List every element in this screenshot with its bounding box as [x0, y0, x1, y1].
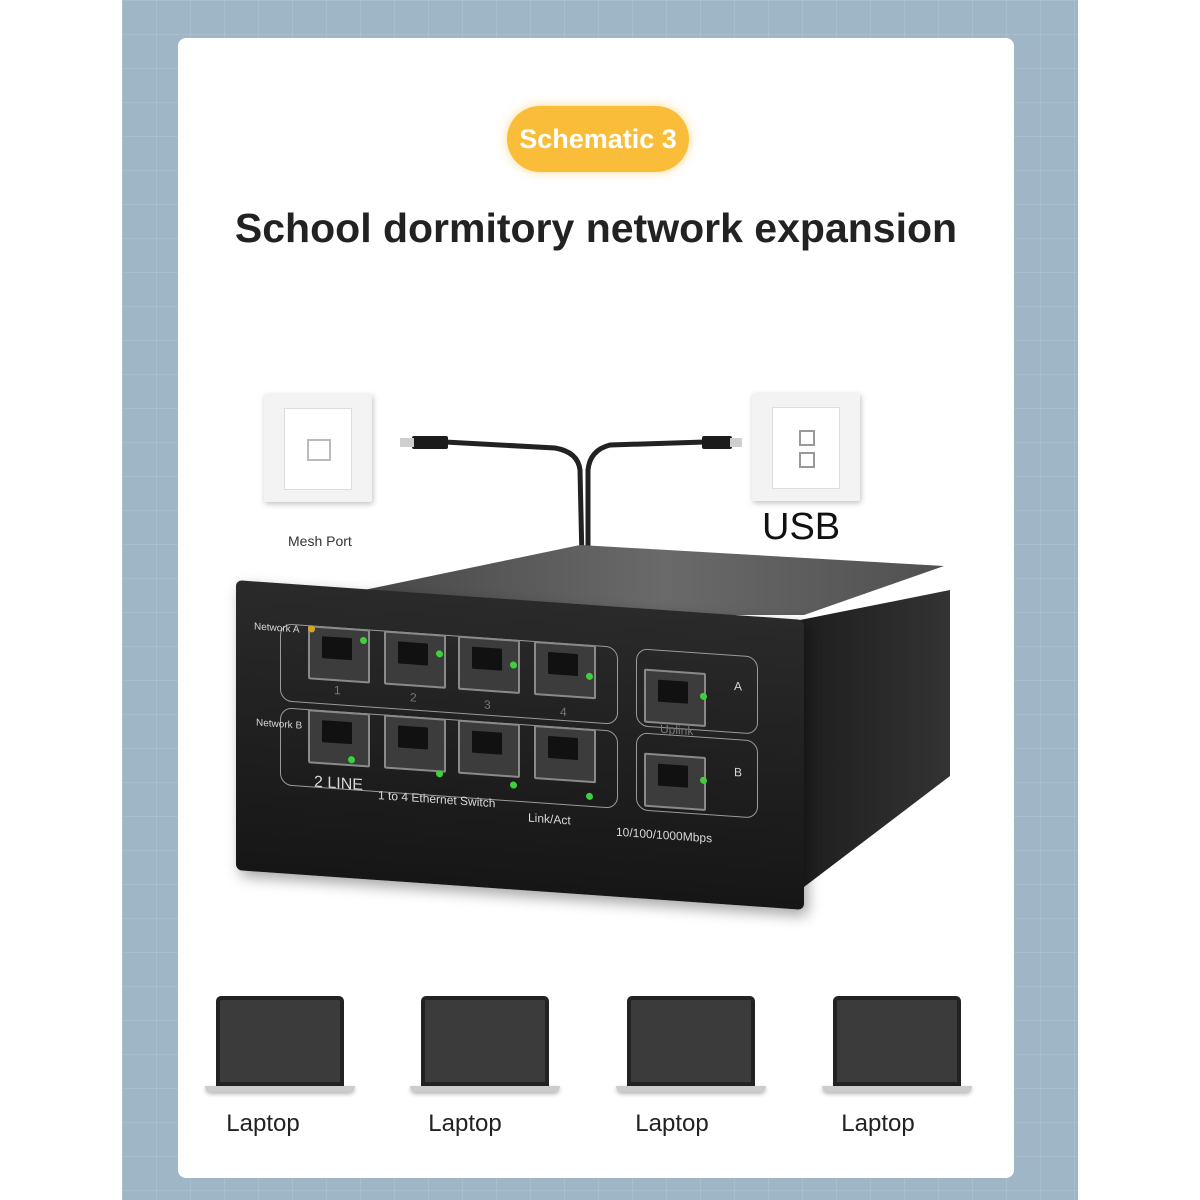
- laptop-label: Laptop: [428, 1110, 502, 1137]
- port-a-1: [308, 625, 370, 684]
- uplink-b-label: B: [734, 764, 743, 780]
- led-green: [586, 792, 593, 801]
- ethernet-wall-socket-icon: [284, 408, 352, 490]
- led-green: [510, 781, 517, 789]
- network-a-label: Network A: [254, 621, 300, 636]
- port-a-4: [534, 640, 596, 700]
- laptop-label: Laptop: [635, 1110, 709, 1137]
- page-title: School dormitory network expansion: [234, 205, 958, 251]
- led-green: [586, 672, 593, 681]
- laptop-label: Laptop: [226, 1110, 300, 1137]
- port-b-3: [458, 719, 520, 778]
- port-b-1: [308, 709, 370, 768]
- port-number-4: 4: [560, 704, 567, 720]
- led-green: [436, 650, 443, 658]
- model-label: 2 LINE: [314, 773, 363, 795]
- led-green: [348, 755, 355, 764]
- usb-label: USB: [762, 506, 841, 548]
- led-green: [510, 661, 517, 669]
- uplink-port-b: [644, 752, 706, 812]
- port-a-2: [384, 630, 446, 689]
- uplink-a-label: A: [734, 678, 743, 694]
- port-number-1: 1: [334, 682, 341, 698]
- led-green: [436, 770, 443, 778]
- laptop-icon: [616, 996, 766, 1092]
- led-green: [360, 636, 367, 645]
- port-b-2: [384, 714, 446, 773]
- laptop-icon: [822, 996, 972, 1092]
- usb-plate: [752, 393, 860, 501]
- speed-label: 10/100/1000Mbps: [616, 824, 713, 846]
- usb-plug-right-icon: [702, 436, 732, 449]
- led-yellow: [308, 625, 315, 633]
- laptop-icon: [205, 996, 355, 1092]
- mesh-port-label: Mesh Port: [288, 533, 352, 549]
- laptop-label: Laptop: [841, 1110, 915, 1137]
- network-b-label: Network B: [256, 717, 303, 732]
- port-number-2: 2: [410, 690, 417, 705]
- led-green: [700, 776, 707, 785]
- uplink-port-a: [644, 668, 706, 728]
- link-act-label: Link/Act: [528, 810, 571, 828]
- laptop-icon: [410, 996, 560, 1092]
- usb-wall-socket-icon: [772, 407, 840, 489]
- port-b-4: [534, 724, 596, 784]
- uplink-label: Uplink: [660, 721, 694, 739]
- led-green: [700, 692, 707, 701]
- schematic-badge: Schematic 3: [507, 106, 689, 172]
- mesh-port-plate: [264, 394, 372, 502]
- usb-plug-left-icon: [412, 436, 448, 449]
- port-number-3: 3: [484, 697, 491, 712]
